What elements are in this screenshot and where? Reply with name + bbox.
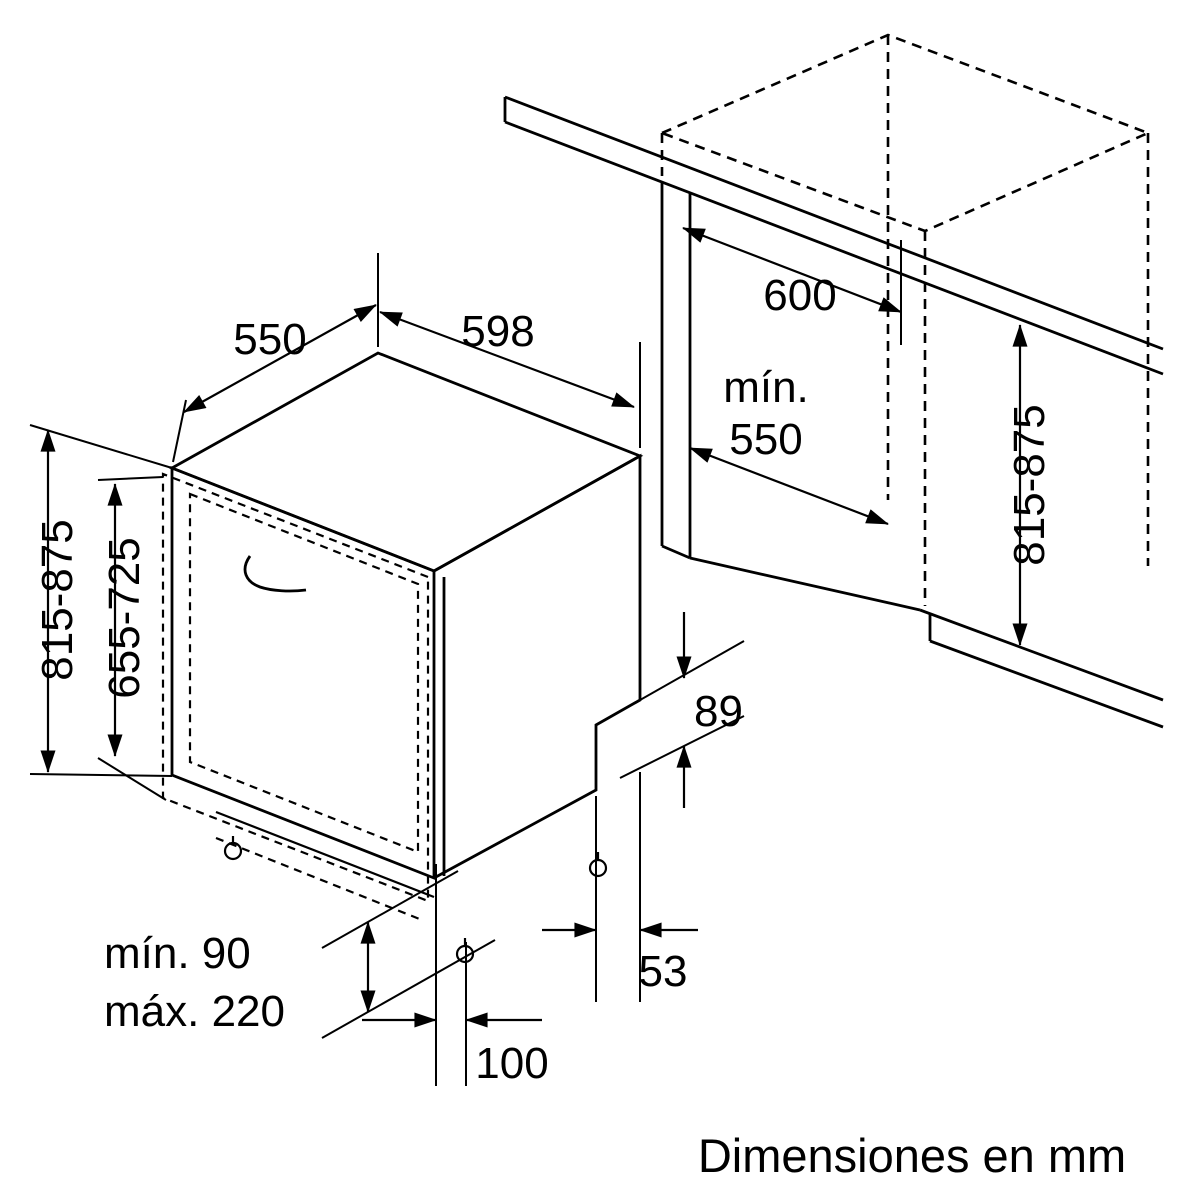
dim-line: [689, 446, 889, 526]
dim-plinth-min-max: mín. 90 máx. 220: [104, 870, 496, 1039]
door-inner-dashed-outline: [188, 492, 420, 854]
dim-line: [379, 310, 635, 409]
floor-top-edge: [919, 608, 1164, 702]
dim-655-725-door-panel: 655-725: [97, 476, 167, 801]
dim-label-89: 89: [694, 687, 743, 736]
dim-label-815-875-right: 815-875: [1005, 404, 1054, 565]
witness-line: [97, 757, 167, 801]
dim-600-worktop-depth: 600: [682, 226, 902, 345]
door-handle: [243, 555, 307, 593]
foot-circle: [588, 858, 608, 878]
floor-bottom-edge: [929, 639, 1164, 729]
dim-598-top-width: 598: [379, 307, 641, 448]
dim-100-foot-inset: 100: [362, 864, 549, 1088]
label-min: mín.: [723, 363, 809, 412]
witness-line: [321, 870, 459, 949]
label-max-220: máx. 220: [104, 987, 285, 1036]
plinth-line: [215, 810, 435, 899]
appliance-top-face: [168, 351, 644, 573]
witness-line: [29, 424, 173, 469]
floor-left-edge: [689, 556, 921, 612]
dimension-annotations: 550 598 815-875 655-725 mín. 90 máx. 220: [29, 226, 1054, 1088]
dim-550-top-depth: 550: [172, 253, 379, 463]
dim-53-recess-depth: 53: [542, 772, 698, 1002]
worktop-top-edge: [504, 95, 1164, 351]
dim-min-550-niche-depth: mín. 550: [689, 363, 889, 526]
worktop-bottom-edge: [504, 120, 1164, 376]
witness-line: [29, 773, 173, 777]
dim-line: [682, 226, 902, 314]
dim-label-600: 600: [763, 271, 836, 320]
dim-line: [183, 304, 377, 413]
dim-label-598: 598: [461, 307, 534, 356]
foot-front-left: [223, 836, 243, 861]
niche-top-dashed-face: [658, 33, 1152, 233]
dim-label-100: 100: [475, 1039, 548, 1088]
niche-drawing: [503, 33, 1164, 729]
cabinet-side-bottom-edge: [661, 544, 691, 560]
foot-circle: [223, 841, 243, 861]
dim-label-815-875-left: 815-875: [33, 519, 82, 680]
dim-815-875-niche-height: 815-875: [1005, 324, 1054, 646]
units-caption: Dimensiones en mm: [698, 1129, 1126, 1182]
dim-label-655-725: 655-725: [100, 537, 149, 698]
dim-815-875-appliance-height: 815-875: [29, 424, 173, 777]
dim-label-550-niche: 550: [729, 415, 802, 464]
witness-line: [321, 939, 496, 1039]
furniture-door-dashed-outline: [161, 472, 430, 903]
witness-line: [172, 399, 187, 463]
foot-rear-right: [588, 852, 608, 878]
appliance-right-face-recess: [433, 453, 642, 880]
dim-89-recess-height: 89: [619, 612, 745, 808]
plinth-dashed-line: [215, 836, 423, 922]
appliance-drawing: [161, 351, 644, 964]
witness-line: [97, 476, 164, 481]
dim-label-550: 550: [233, 315, 306, 364]
dim-label-53: 53: [639, 947, 688, 996]
label-min-90: mín. 90: [104, 929, 251, 978]
